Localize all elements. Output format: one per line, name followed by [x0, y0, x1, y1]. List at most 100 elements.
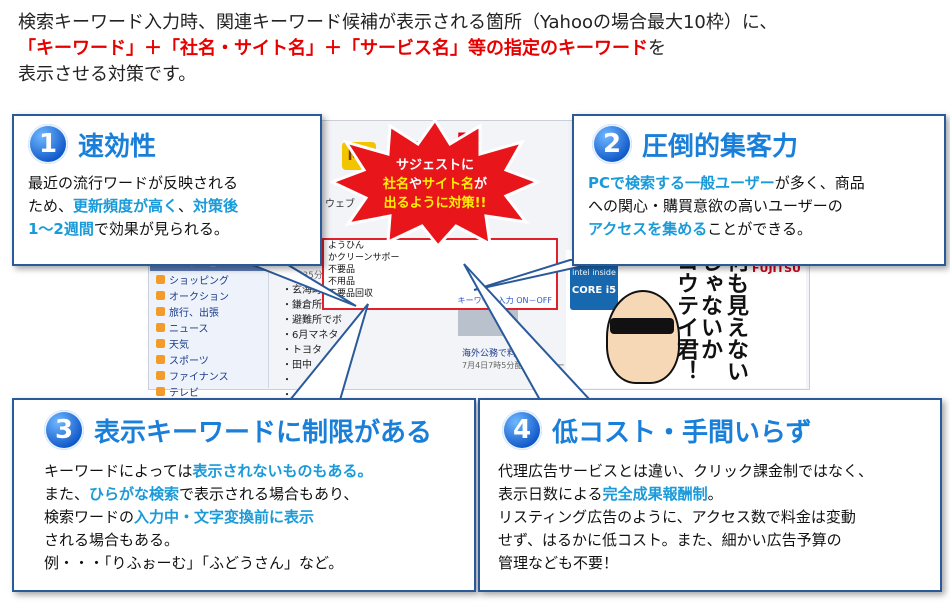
sidebar-item: テレビ [150, 383, 268, 399]
number-3-icon: 3 [44, 410, 84, 450]
highlight-text: 完全成果報酬制 [602, 485, 708, 503]
intro-line-2-tail: を [648, 38, 666, 59]
service-icon [156, 386, 165, 396]
burst-line-1: サジェストに [395, 158, 474, 173]
intro-red-keywords: 「キーワード」＋「社名・サイト名」＋「サービス名」等の指定のキーワード [18, 38, 648, 59]
highlight-text: 入力中・文字変換前に表示 [134, 508, 315, 526]
panel-line: 最近の流行ワードが反映される [28, 172, 320, 195]
highlight-text: PCで検索する一般ユーザー [588, 174, 775, 192]
body-text: 。 [707, 485, 723, 503]
panel-body: キーワードによっては表示されないものもある。また、ひらがな検索で表示される場合も… [14, 450, 474, 575]
news-item: ・ [282, 375, 292, 386]
sidebar-item: ショッピング [150, 271, 268, 287]
panel-line: 表示日数による完全成果報酬制。 [498, 483, 940, 506]
news-item: ・6月マネタ [282, 330, 339, 341]
character-face [606, 290, 680, 384]
suggest-option: かクリーンサポー [328, 253, 400, 263]
sidebar-item: ニュース [150, 319, 268, 335]
suggest-footer: キーワード入力 ON－OFF [457, 296, 552, 305]
service-icon [156, 290, 165, 300]
body-text: される場合もある。 [44, 531, 180, 549]
body-text: で効果が見られる。 [93, 220, 229, 238]
sidebar-item: スポーツ [150, 351, 268, 367]
body-text: 最近の流行ワードが反映される [28, 174, 239, 192]
panel-body: 代理広告サービスとは違い、クリック課金制ではなく、表示日数による完全成果報酬制。… [480, 450, 940, 575]
service-icon [156, 370, 165, 380]
news-time: 11時35分 更新 [282, 271, 344, 281]
panel-title: 低コスト・手間いらず [552, 417, 812, 448]
panel-line: PCで検索する一般ユーザーが多く、商品 [588, 172, 944, 195]
ad-copy-2: じゃないか [697, 250, 722, 360]
panel-line: キーワードによっては表示されないものもある。 [44, 460, 474, 483]
tail-p4 [463, 263, 593, 401]
news-list: 11時35分 更新 ・玄海町 ・鎌倉所 ・避難所でボ ・6月マネタ ・トヨタ ・… [282, 268, 442, 401]
panel-line: 1～2週間で効果が見られる。 [28, 218, 320, 241]
highlight-text: ひらがな検索 [89, 485, 180, 503]
sidebar-item: 天気 [150, 335, 268, 351]
body-text: キーワードによっては [44, 462, 193, 480]
panel-limit: 3 表示キーワードに制限がある キーワードによっては表示されないものもある。また… [12, 398, 476, 592]
intel-top-text: intel inside [572, 268, 616, 277]
body-text: 、 [178, 197, 194, 215]
intro-line-2: 「キーワード」＋「社名・サイト名」＋「サービス名」等の指定のキーワードを [18, 36, 918, 62]
highlight-text: 1～2週間 [28, 220, 94, 238]
panel-line: 例・・・「りふぉーむ」「ふどうさん」など。 [44, 552, 474, 575]
news-item: ・玄海町 [282, 285, 322, 296]
number-4-icon: 4 [502, 410, 542, 450]
panel-line: せず、はるかに低コスト。また、細かい広告予算の [498, 529, 940, 552]
suggest-option: ようひん [328, 241, 365, 251]
panel-head: 4 低コスト・手間いらず [480, 400, 940, 450]
highlight-text: 更新頻度が高く [73, 197, 179, 215]
sidebar-item: ファイナンス [150, 367, 268, 383]
news-item: ・鎌倉所 [282, 300, 322, 311]
body-text: リスティング広告のように、アクセス数で料金は変動 [498, 508, 856, 526]
number-2-icon: 2 [592, 124, 632, 164]
panel-head: 2 圧倒的集客力 [574, 116, 944, 164]
suggest-option: 不用品 [328, 277, 356, 287]
panel-line: される場合もある。 [44, 529, 474, 552]
tab-web: ウェブ [325, 199, 355, 210]
news-item: ・ [282, 390, 292, 401]
service-icon [156, 306, 165, 316]
service-icon [156, 354, 165, 364]
intro-line-1: 検索キーワード入力時、関連キーワード候補が表示される箇所（Yahooの場合最大1… [18, 12, 778, 33]
panel-body: PCで検索する一般ユーザーが多く、商品への関心・購買意欲の高いユーザーのアクセス… [574, 164, 944, 241]
character-glasses [610, 318, 674, 334]
ad-copy-1: 何も見えない [723, 250, 748, 382]
highlight-text: 対策後 [193, 197, 239, 215]
intel-logo: intel inside CORE i5 [570, 262, 618, 310]
panel-line: リスティング広告のように、アクセス数で料金は変動 [498, 506, 940, 529]
panel-line: ため、更新頻度が高く、対策後 [28, 195, 320, 218]
body-text: への関心・購買意欲の高いユーザーの [588, 197, 843, 215]
body-text: 代理広告サービスとは違い、クリック課金制ではなく、 [498, 462, 874, 480]
panel-title: 表示キーワードに制限がある [94, 417, 433, 448]
panel-reach: 2 圧倒的集客力 PCで検索する一般ユーザーが多く、商品への関心・購買意欲の高い… [572, 114, 946, 266]
ad-copy-3: コウテイ君！ [673, 250, 698, 382]
body-text: せず、はるかに低コスト。また、細かい広告予算の [498, 531, 842, 549]
panel-line: 検索ワードの入力中・文字変換前に表示 [44, 506, 474, 529]
highlight-text: アクセスを集める [588, 220, 708, 238]
thumb-caption-date: 7月4日7時5分配信 ロイター [462, 361, 565, 370]
panel-line: 管理なども不要！ [498, 552, 940, 575]
service-icon [156, 338, 165, 348]
sidebar-item: 旅行、出張 [150, 303, 268, 319]
service-icon [156, 274, 165, 284]
suggest-burst [330, 118, 540, 246]
body-text: ため、 [28, 197, 74, 215]
panel-title: 圧倒的集客力 [642, 131, 799, 162]
suggest-dropdown: ようひん かクリーンサポー 不要品 不用品 不要品回収 キーワード入力 ON－O… [322, 238, 558, 310]
burst-line-3: 出るように対策!! [383, 196, 487, 211]
intro-text: 検索キーワード入力時、関連キーワード候補が表示される箇所（Yahooの場合最大1… [18, 10, 918, 88]
suggest-option: 不要品 [328, 265, 356, 275]
intro-line-3: 表示させる対策です。 [18, 64, 197, 85]
panel-cost: 4 低コスト・手間いらず 代理広告サービスとは違い、クリック課金制ではなく、表示… [478, 398, 942, 592]
body-text: ことができる。 [707, 220, 812, 238]
panel-head: 1 速効性 [14, 116, 320, 164]
news-item: ・田中 [282, 360, 312, 371]
body-text: で表示される場合もあり、 [179, 485, 359, 503]
news-item: ・避難所でボ [282, 315, 342, 326]
panel-line: 代理広告サービスとは違い、クリック課金制ではなく、 [498, 460, 940, 483]
body-text: が多く、商品 [774, 174, 865, 192]
